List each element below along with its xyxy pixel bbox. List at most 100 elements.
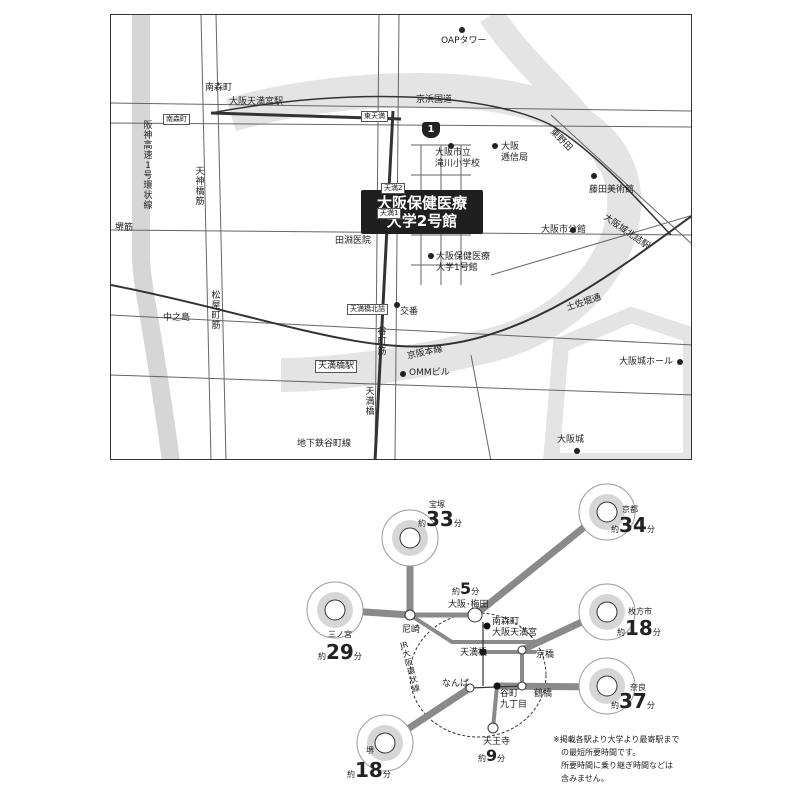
ring-sannomiya	[306, 581, 364, 639]
label-osaka-umeda: 大阪･梅田	[448, 600, 489, 610]
ring-nara	[578, 657, 636, 715]
oap-tower-dot	[459, 27, 465, 33]
label-hanshin-expressway: 阪神高速1号環状線	[143, 121, 153, 211]
note-line-3: 所要時間に乗り継ぎ時間などは	[553, 761, 673, 770]
label-tenmabashi-kitazume-box: 天満橋北詰	[347, 304, 388, 315]
mins-kyoto: 約34分	[611, 513, 655, 537]
map-graphics	[111, 15, 691, 459]
label-tenma2-box: 天満2	[381, 183, 406, 194]
mins-umeda: 約5分	[452, 579, 480, 598]
title-line-1: 大阪保健医療	[376, 194, 467, 212]
label-tennoji: 天王寺	[483, 737, 511, 747]
jr-tozai-railway	[210, 95, 672, 236]
note-line-1: ※掲載各駅より大学より最寄駅まで	[553, 735, 680, 744]
link-amagasaki-tenmabashi	[408, 613, 454, 644]
mins-tennoji: 約9分	[478, 746, 506, 765]
label-osaka-post-2: 逓信局	[501, 153, 529, 163]
osaka-castle-dot	[574, 448, 580, 454]
node-osaka-umeda	[467, 607, 483, 623]
label-kyobashi: 京橋	[536, 650, 555, 660]
link-tanimachi-tennoji	[491, 684, 499, 730]
fujita-museum-dot	[591, 173, 597, 179]
mins-sannomiya: 約29分	[318, 640, 362, 664]
route1-shield: 1	[422, 122, 440, 138]
label-univ1-1: 大阪保健医療	[436, 252, 491, 262]
label-koban: 交番	[400, 307, 419, 317]
dest-takarazuka-name: 宝塚	[429, 500, 445, 509]
travel-time-note: ※掲載各駅より大学より最寄駅まで の最短所要時間です。 所要時間に乗り継ぎ時間な…	[553, 733, 679, 785]
dest-sakai-name: 堺	[366, 746, 374, 755]
label-univ1-2: 大学1号館	[436, 263, 478, 273]
label-subway-tanimachi: 地下鉄谷町線	[297, 439, 352, 449]
omm-dot	[400, 371, 406, 377]
castle-moat	[543, 306, 691, 459]
link-umeda-kyoto	[471, 508, 607, 619]
node-minamimorimachi	[483, 622, 491, 630]
note-line-4: 含みません。	[553, 774, 609, 783]
tanimachi-suji-road	[373, 110, 395, 459]
label-takigawa-2: 滝川小学校	[435, 159, 481, 169]
route-diagram	[306, 483, 636, 772]
label-keihin-kokudo: 京浜国道	[416, 95, 453, 105]
label-city-hall: 大阪市公館	[541, 225, 587, 235]
ring-takarazuka	[381, 509, 439, 567]
label-tanimachi-1: 谷町	[500, 689, 519, 699]
label-fujita-museum: 藤田美術館	[589, 185, 635, 195]
node-namba	[465, 683, 475, 693]
expressway-band	[132, 15, 180, 459]
river-branch	[480, 15, 623, 171]
label-tenmabashi-station: 天満橋駅	[315, 360, 358, 373]
node-tsuruhashi	[517, 681, 527, 691]
label-tabuse-hospital: 田淵医院	[335, 236, 372, 246]
ring-hirakata	[578, 583, 636, 641]
label-tenma1-box: 天満1	[377, 208, 402, 219]
label-higashitenma-box: 東天満	[361, 111, 388, 122]
label-tenmabashi-bridge: 天満橋	[365, 387, 375, 417]
ring-sakai	[356, 714, 414, 772]
label-tanimachi-suji: 谷町筋	[377, 327, 387, 357]
city-hall-dot	[570, 227, 576, 233]
node-tanimachi	[493, 682, 501, 690]
label-tenjinbashi-suji: 天神橋筋	[195, 167, 205, 207]
label-tsuruhashi: 鶴橋	[534, 689, 553, 699]
mins-sakai: 約18分	[347, 758, 391, 782]
label-takigawa-1: 大阪市立	[435, 148, 472, 158]
tabuse-hospital-dot	[397, 219, 403, 225]
label-omm-building: OMMビル	[409, 368, 450, 378]
koban-dot	[394, 302, 400, 308]
label-oap-tower: OAPタワー	[441, 36, 487, 46]
label-minamimorimachi-2: 大阪天満宮	[492, 628, 538, 638]
title-line-2: 大学2号館	[386, 212, 458, 230]
mins-nara: 約37分	[611, 689, 655, 713]
mins-takarazuka: 約33分	[418, 507, 462, 531]
node-tenmabashi	[479, 648, 487, 656]
label-osaka-post-1: 大阪	[501, 142, 520, 152]
dest-nara-name: 奈良	[630, 683, 646, 692]
dest-hirakata-name: 枚方市	[628, 607, 652, 616]
osaka-post-dot	[492, 143, 498, 149]
label-minamimorimachi-1: 南森町	[492, 617, 520, 627]
okawa-river	[226, 73, 642, 392]
label-tanimachi-2: 九丁目	[500, 700, 528, 710]
label-osaka-castle: 大阪城	[557, 435, 585, 445]
label-minamimorimachi-station: 南森町	[205, 83, 233, 93]
label-tenmabashi: 天満橋	[460, 648, 488, 658]
label-nakanoshima: 中之島	[163, 313, 191, 323]
dest-kyoto-name: 京都	[622, 505, 638, 514]
keihan-railway	[111, 215, 691, 348]
area-map: 大阪保健医療 大学2号館 1 OAPタワー 南森町 大阪天満宮駅 南森町 東天満…	[110, 14, 692, 460]
label-osakajo-hall: 大阪城ホール	[619, 357, 674, 367]
node-kyobashi	[517, 645, 527, 655]
node-amagasaki	[404, 609, 416, 621]
mins-hirakata: 約18分	[617, 616, 661, 640]
label-osaka-tenmangu-station: 大阪天満宮駅	[229, 97, 284, 107]
label-namba: なんば	[442, 679, 470, 689]
label-minamimorimachi-box: 南森町	[163, 114, 190, 125]
osakajo-hall-dot	[677, 359, 683, 365]
ring-kyoto	[578, 483, 636, 541]
node-tennoji	[487, 722, 499, 734]
label-sakaisuji: 堺筋	[115, 223, 134, 233]
dest-sannomiya-name: 三ノ宮	[328, 630, 352, 639]
note-line-2: の最短所要時間です。	[553, 748, 641, 757]
univ1-dot	[428, 253, 434, 259]
